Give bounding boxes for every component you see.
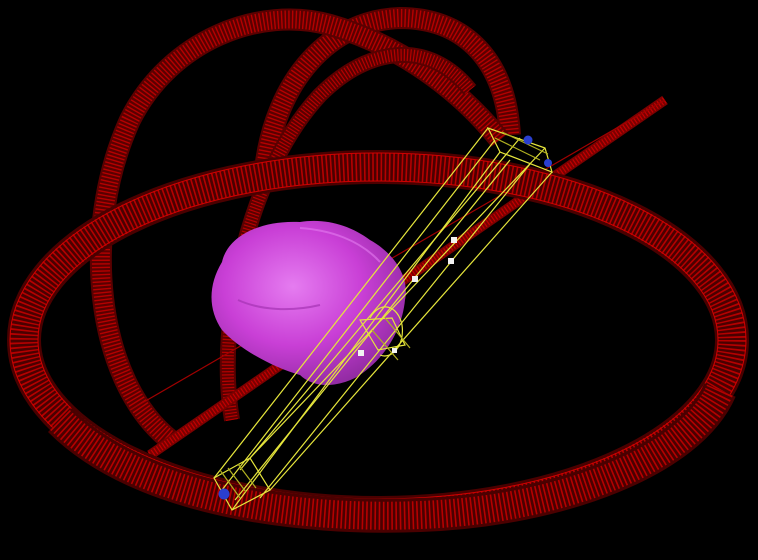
trajectory-markers xyxy=(358,237,457,356)
brain-volume xyxy=(211,220,406,386)
ring-outer-front xyxy=(47,382,736,533)
probe-trajectory xyxy=(213,126,553,511)
ring-arc-top xyxy=(254,6,521,172)
probe-endpoints xyxy=(218,135,552,500)
ring-arc-diagonal xyxy=(129,95,668,460)
